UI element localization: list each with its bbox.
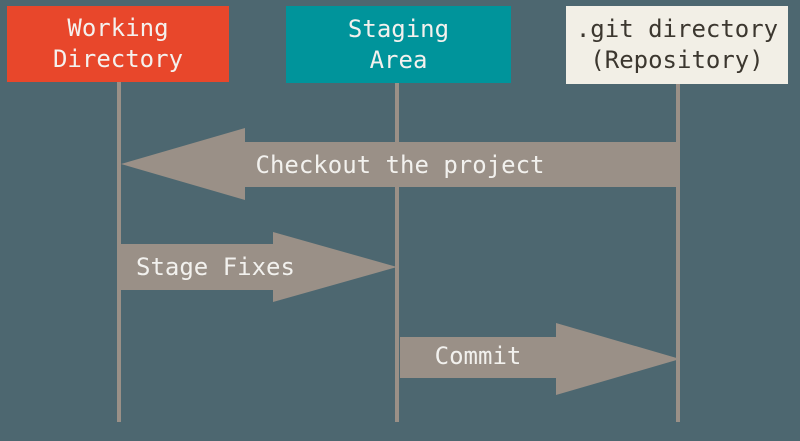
commit-arrow <box>400 323 680 395</box>
working-directory-box: Working Directory <box>7 6 229 82</box>
checkout-arrow-label: Checkout the project <box>255 150 545 179</box>
commit-arrow-label: Commit <box>434 341 522 370</box>
lifeline-staging-area <box>395 80 399 422</box>
lifeline-git-directory <box>676 80 680 422</box>
stage-fixes-arrow-label: Stage Fixes <box>136 253 295 281</box>
staging-area-box: Staging Area <box>286 6 511 83</box>
working-directory-label: Working Directory <box>52 14 184 73</box>
git-directory-box: .git directory (Repository) <box>566 6 788 84</box>
staging-area-label: Staging Area <box>347 14 450 74</box>
git-directory-label: .git directory (Repository) <box>575 15 779 74</box>
checkout-arrow <box>121 128 679 200</box>
stage-fixes-arrow <box>119 232 397 302</box>
